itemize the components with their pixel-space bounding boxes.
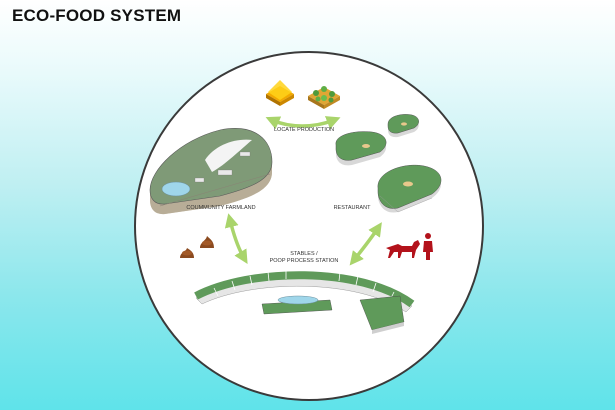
stables-label-line1: STABLES / <box>290 251 318 257</box>
restaurant-pod-large <box>377 164 442 213</box>
green-crop-icon <box>308 86 340 109</box>
system-circle <box>134 51 484 401</box>
stables-label-line2: POOP PROCESS STATION <box>269 258 339 264</box>
horse-icon <box>386 240 420 258</box>
production-label: LOCATE PRODUCTION <box>274 127 335 133</box>
yellow-crop-icon <box>266 80 294 106</box>
restaurant-label: RESTAURANT <box>333 205 371 211</box>
arrow-farmland-to-stables <box>224 213 248 265</box>
arrow-restaurant-to-stables <box>349 222 382 266</box>
farmland-label: COUMMUNITY FARMLAND <box>186 205 256 211</box>
poop-icon <box>180 236 214 258</box>
arrow-production-to-farmland <box>265 116 341 130</box>
stables-structure <box>194 270 415 334</box>
person-icon <box>423 233 433 260</box>
restaurant-pod-medium <box>335 131 387 166</box>
stables-label: STABLES / POOP PROCESS STATION <box>256 251 352 265</box>
page-title: ECO-FOOD SYSTEM <box>12 6 182 25</box>
restaurant-pod-small <box>387 114 419 138</box>
community-farmland-island <box>149 128 273 215</box>
